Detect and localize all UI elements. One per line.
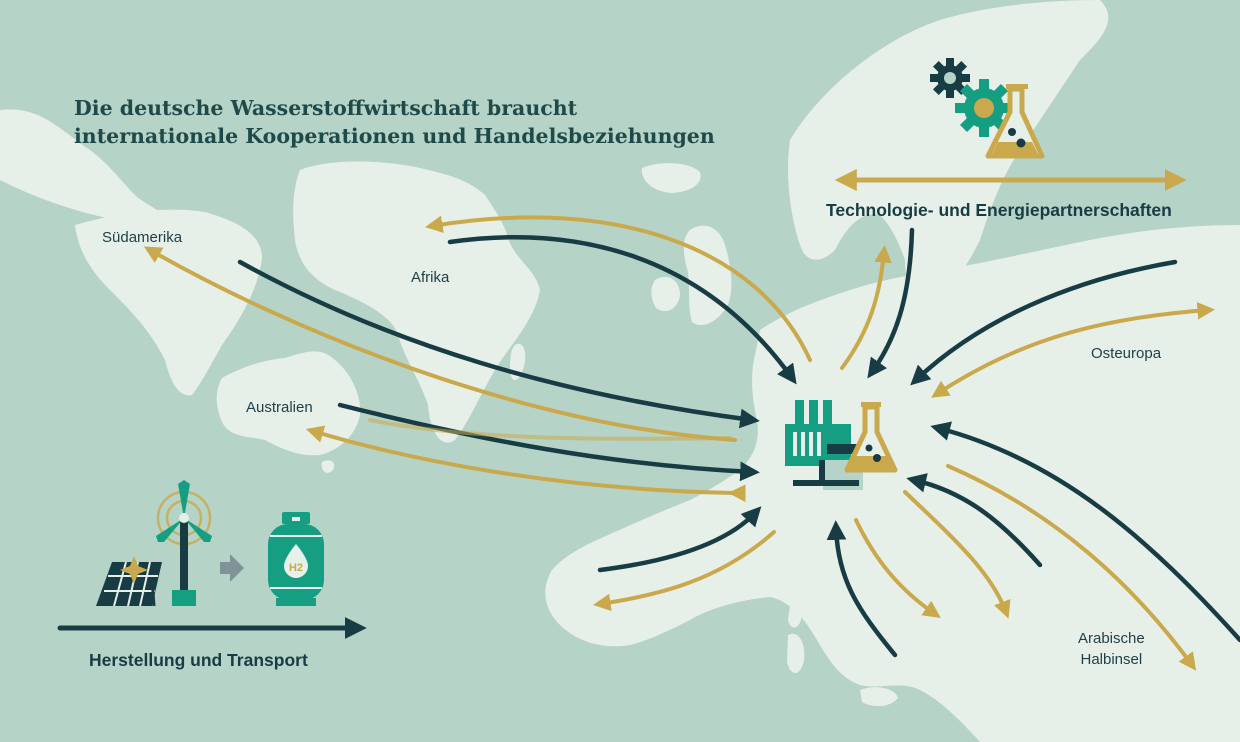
region-label-halbinsel: Halbinsel <box>1080 651 1143 668</box>
arrow-afrika-gold <box>425 215 812 362</box>
land-cyprus <box>1200 657 1230 670</box>
region-label-suedamerika: Südamerika <box>102 229 183 246</box>
arrow-balkan-navy <box>906 473 1043 568</box>
land-crete <box>1030 702 1080 715</box>
region-label-arabische-halbinsel: Arabische Halbinsel <box>1078 628 1145 670</box>
gear-large-icon <box>955 79 1013 137</box>
land-tasmania <box>321 460 335 473</box>
arrow-australien-gold <box>305 425 746 502</box>
production-icons: H2 <box>96 480 324 607</box>
arrow-scandinavia-gold <box>840 244 892 370</box>
gold-arrows <box>143 168 1216 671</box>
hydrogen-tank-icon: H2 <box>268 512 324 606</box>
land-sardinia <box>787 633 805 674</box>
land-british-isles <box>683 225 732 326</box>
solar-panel-icon <box>96 556 162 607</box>
arrow-greece-gold <box>903 490 1011 619</box>
arrow-osteuropa-gold <box>931 302 1216 398</box>
process-arrow-icon <box>220 554 244 582</box>
title-line-2: internationale Kooperationen und Handels… <box>74 124 715 148</box>
region-label-osteuropa: Osteuropa <box>1091 345 1162 362</box>
arrow-scandinavia-navy <box>867 227 915 379</box>
arrow-afrika-navy <box>447 235 797 385</box>
legend-production: Herstellung und Transport <box>89 650 308 670</box>
hydrogen-tank-label: H2 <box>289 562 303 574</box>
arrow-arabia-gold <box>946 464 1197 671</box>
arrow-australien-gold-2 <box>368 418 732 441</box>
land-iceland <box>641 163 701 193</box>
land-africa <box>293 161 540 443</box>
flask-icon <box>985 84 1045 159</box>
factory-icon <box>785 400 863 490</box>
region-label-australien: Australien <box>246 399 313 416</box>
region-label-arabische: Arabische <box>1078 630 1145 647</box>
land-north-america <box>0 109 160 225</box>
arrow-suedamerika-navy <box>237 259 760 429</box>
arrow-italy-gold <box>854 518 941 618</box>
flask-hub-icon <box>844 402 898 473</box>
land-corsica <box>788 603 802 628</box>
page-title: Die deutsche Wasserstoffwirtschaft brauc… <box>74 94 715 150</box>
arrow-iberia-navy <box>597 506 762 573</box>
title-line-1: Die deutsche Wasserstoffwirtschaft brauc… <box>74 96 578 120</box>
land-scandinavia <box>788 0 1109 301</box>
land-sicily <box>860 687 898 707</box>
arrow-iberia-gold <box>593 530 776 612</box>
germany-hub-icon <box>785 400 898 490</box>
arrow-arabia-navy <box>930 421 1240 643</box>
arrow-italy-navy <box>826 520 898 658</box>
land-ireland <box>651 276 680 312</box>
technology-icon <box>930 58 1045 159</box>
wind-turbine-icon <box>156 480 212 606</box>
region-label-afrika: Afrika <box>411 269 450 286</box>
land-south-america <box>75 209 262 396</box>
legend-technology: Technologie- und Energiepartnerschaften <box>826 200 1172 220</box>
